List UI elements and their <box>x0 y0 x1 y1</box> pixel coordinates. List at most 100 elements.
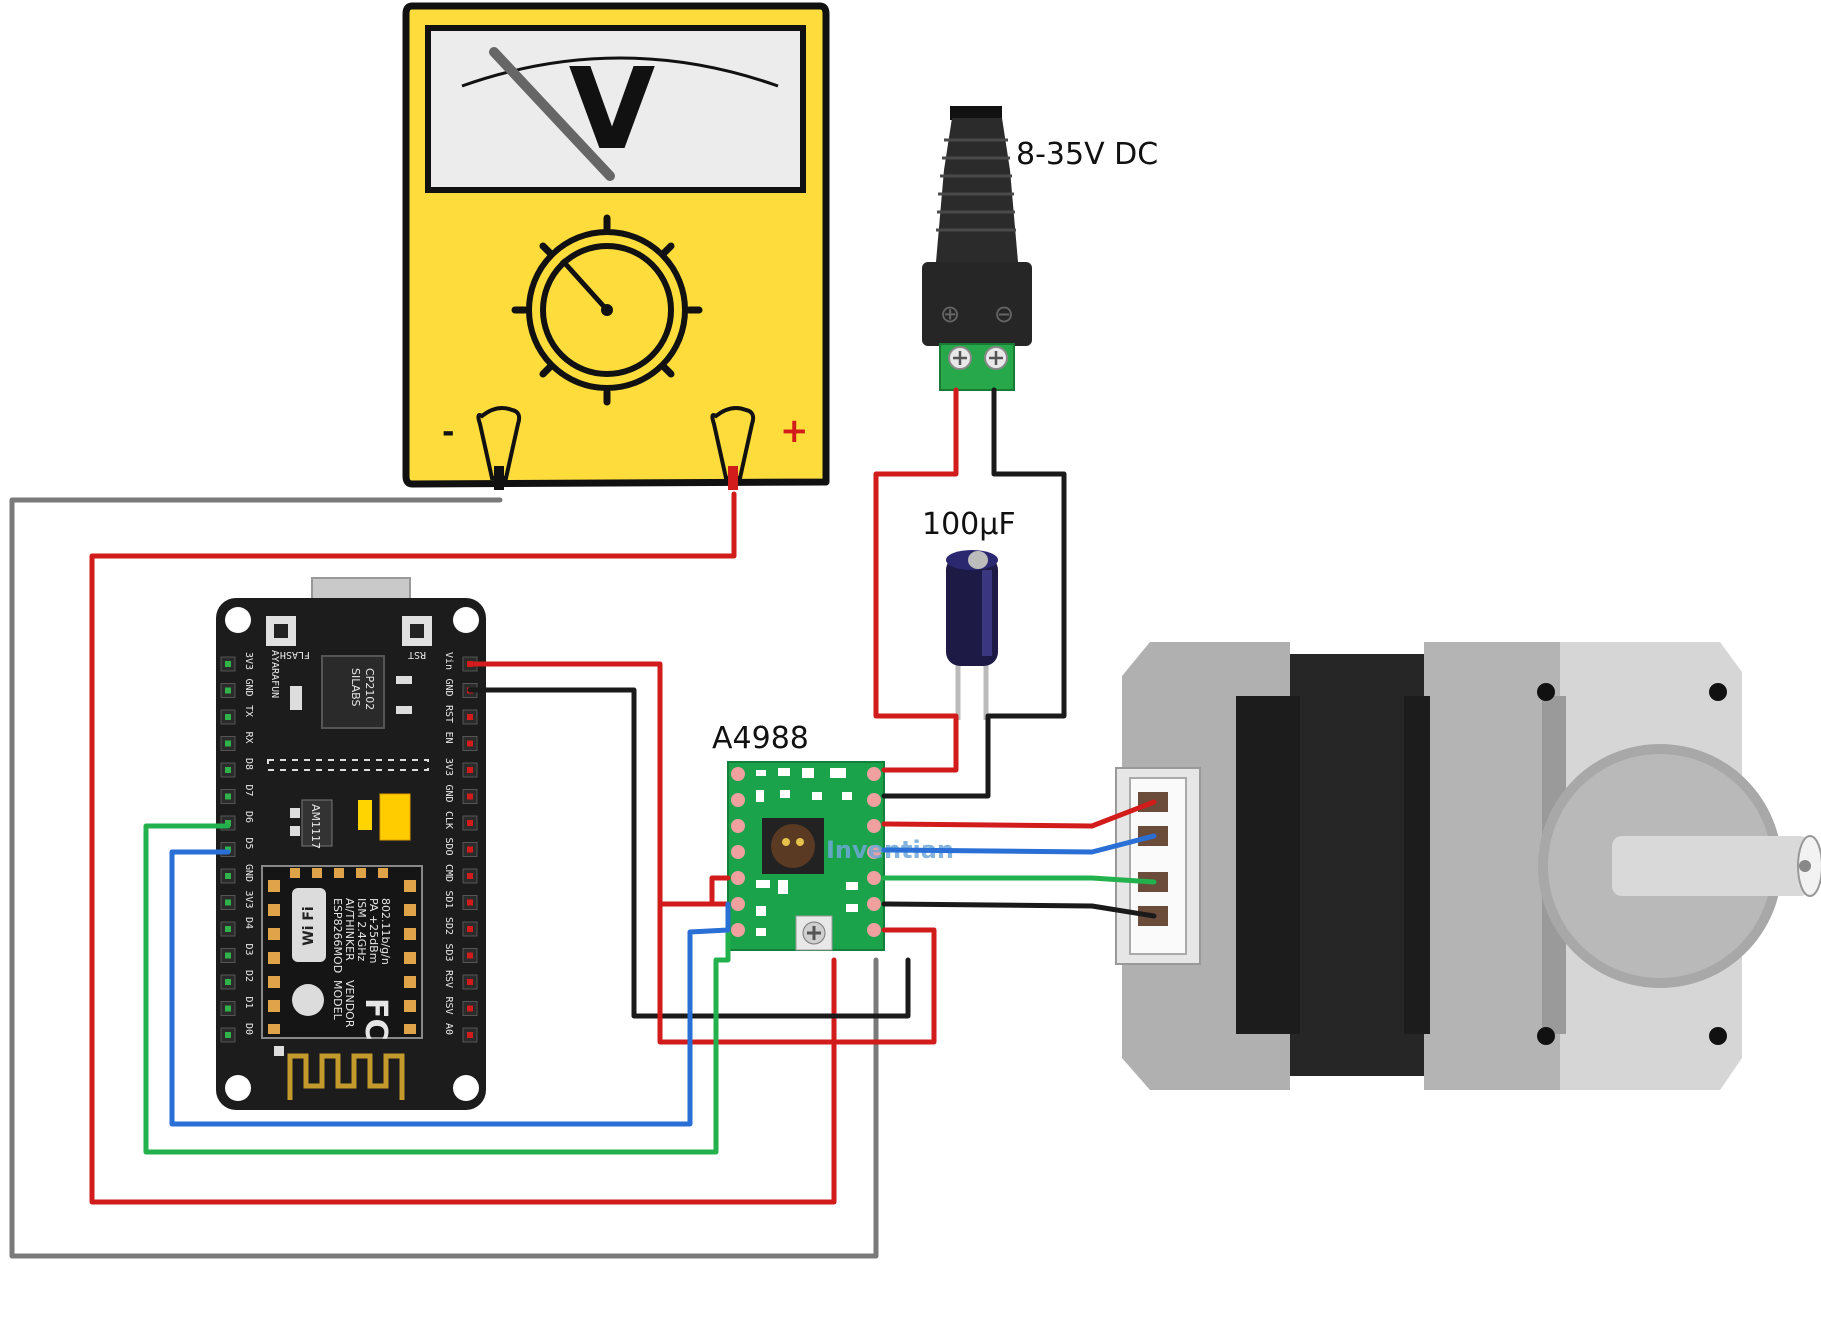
module-side-1: MODEL <box>331 980 344 1021</box>
wire-vdd-red <box>657 901 937 1045</box>
nodemcu-left-pin-label: 3V3 <box>243 891 254 909</box>
nodemcu-right-pin-dot <box>467 793 473 800</box>
wire-d5-blue <box>169 849 731 1127</box>
nodemcu-left-pin-dot <box>225 793 231 800</box>
nodemcu-right-pin-label: 3V3 <box>443 758 454 776</box>
wire-meter-neg-gray <box>9 497 879 1259</box>
brand-label: AYARAFUN <box>269 650 280 698</box>
nodemcu-right-pin-dot <box>467 952 473 959</box>
wifi-logo: Wi Fi <box>292 888 326 962</box>
nodemcu-left-pin-dot <box>225 1005 231 1012</box>
wire-jack-neg-black <box>881 387 1067 799</box>
dc-barrel-jack: ⊕ ⊖ <box>922 106 1032 391</box>
rst-label: RST <box>408 649 426 660</box>
wire-d6-green <box>143 823 731 1155</box>
nodemcu-left-pin-label: RX <box>243 732 254 744</box>
nodemcu-left-pin-dot <box>225 740 231 747</box>
module-line-3: ISM 2.4GHz <box>355 898 368 962</box>
meter-pos-socket[interactable] <box>710 406 756 490</box>
meter-face-symbol: V <box>569 45 656 175</box>
module-line-5: 802.11b/g/n <box>379 898 392 965</box>
meter-scale-arc <box>461 56 779 88</box>
nodemcu-left-pin-dot <box>225 687 231 694</box>
capacitor <box>946 550 998 720</box>
nodemcu-right-pin-label: A0 <box>443 1023 454 1035</box>
nodemcu-left-pin-dot <box>225 714 231 720</box>
jack-pos-symbol: ⊕ <box>940 300 960 328</box>
a4988-left-pins <box>731 767 745 937</box>
nodemcu-right-pin-dot <box>467 899 473 906</box>
nodemcu-left-pin-label: D5 <box>243 838 254 850</box>
nodemcu-left-pin-dot <box>225 926 231 932</box>
jack-neg-symbol: ⊖ <box>994 300 1014 328</box>
module-side-2: VENDOR <box>343 980 356 1028</box>
nodemcu-right-pin-label: SD2 <box>443 917 454 935</box>
wire-motor-a1-red <box>881 799 1157 829</box>
svg-text:Wi Fi: Wi Fi <box>301 906 317 945</box>
pcb-antenna <box>287 1053 405 1100</box>
wire-jumper-red <box>709 875 731 907</box>
nodemcu-right-pin-dot <box>467 740 473 747</box>
usb-chip-line2: CP2102 <box>363 668 376 710</box>
nodemcu-right-pin-dot <box>467 767 473 773</box>
nodemcu-right-pin-label: RSV <box>443 997 454 1015</box>
nodemcu-right-pin-label: RST <box>443 705 454 723</box>
regulator-label: AM1117 <box>309 804 322 849</box>
nodemcu-right-pin-dot <box>467 1032 473 1038</box>
wire-vin-red <box>467 661 731 907</box>
power-jack-label: 8-35V DC <box>1016 137 1158 172</box>
nodemcu-left-pin-dot <box>225 767 231 773</box>
nodemcu-right-pin-label: CLK <box>443 811 454 829</box>
usb-chip-line1: SILABS <box>349 668 362 706</box>
capacitor-label: 100µF <box>922 507 1016 542</box>
usb-chip <box>321 655 385 729</box>
current-limit-potentiometer[interactable] <box>795 915 833 951</box>
module-line-1: ESP8266MOD <box>331 898 344 973</box>
meter-neg-label: - <box>442 415 454 450</box>
multimeter: V - + <box>402 2 830 490</box>
nodemcu-right-pin-dot <box>467 820 473 826</box>
nodemcu-left-pin-dot <box>225 820 231 826</box>
flash-label: FLASH <box>280 649 310 660</box>
nodemcu-right-pin-label: SDO <box>443 838 454 856</box>
nodemcu-left-pin-label: GND <box>243 679 254 697</box>
nodemcu-right-pin-label: SD1 <box>443 891 454 909</box>
nodemcu-right-pin-dot <box>467 714 473 720</box>
driver-label: A4988 <box>712 721 809 756</box>
wire-motor-b2-black <box>881 901 1157 919</box>
nodemcu-right-pin-label: SD3 <box>443 944 454 962</box>
rst-button[interactable] <box>402 616 432 646</box>
module-line-2: AI/THINKER <box>343 898 356 961</box>
wires <box>9 387 1157 1259</box>
nodemcu-left-pin-dot <box>225 952 231 959</box>
nodemcu-left-pin-dot <box>225 873 231 879</box>
wire-motor-a2-blue <box>881 833 1157 855</box>
nodemcu-left-pin-dot <box>225 1032 231 1038</box>
fcc-logo: FC <box>358 998 393 1041</box>
nodemcu-right-header: VinGNDRSTEN3V3GNDCLKSDOCMDSD1SD2SD3RSVRS… <box>443 652 478 1043</box>
nodemcu-right-pin-dot <box>467 846 473 853</box>
regulator <box>301 799 333 847</box>
nodemcu-left-pin-label: D1 <box>243 997 254 1009</box>
a4988-right-pins <box>867 767 881 937</box>
nodemcu-left-pin-label: D4 <box>243 917 254 929</box>
meter-neg-socket[interactable] <box>476 406 522 490</box>
nodemcu-left-pin-label: 3V3 <box>243 652 254 670</box>
nodemcu-right-pin-label: CMD <box>443 864 454 882</box>
nodemcu-left-pin-label: GND <box>243 864 254 882</box>
wire-gnd-black <box>467 687 911 1019</box>
wire-motor-b1-green <box>881 875 1157 885</box>
module-line-4: PA +25dBm <box>367 898 380 963</box>
wire-jack-pos-red <box>873 387 959 773</box>
nodemcu-left-pin-dot <box>225 661 231 667</box>
stepper-motor <box>1115 642 1821 1090</box>
nodemcu-left-pin-label: D7 <box>243 785 254 797</box>
nodemcu-right-pin-dot <box>467 979 473 985</box>
nodemcu-right-pin-dot <box>467 1005 473 1012</box>
nodemcu-right-pin-label: EN <box>443 732 454 744</box>
flash-button[interactable] <box>266 616 296 646</box>
nodemcu-left-pin-label: D0 <box>243 1023 254 1035</box>
nodemcu-right-pin-label: RSV <box>443 970 454 988</box>
